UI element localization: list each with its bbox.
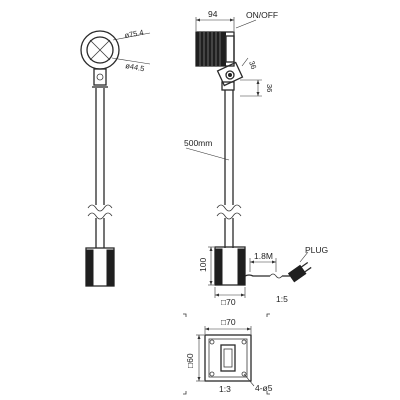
dim-cable-arrow-left <box>250 260 254 264</box>
lamp-front-lens <box>225 35 235 63</box>
width-94-label: 94 <box>208 9 218 19</box>
dim-94-arrow-right <box>230 18 234 22</box>
dia-outer-label: ø75.4 <box>124 28 144 40</box>
plug-body <box>287 264 307 283</box>
corner-marker-tl <box>183 313 187 317</box>
joint-block <box>93 68 107 86</box>
holes-leader <box>243 373 255 387</box>
length-500-label: 500mm <box>184 138 212 148</box>
plate-hole-br <box>241 371 247 377</box>
dia-inner-label: ø44.5 <box>125 61 145 73</box>
corner-marker-bl <box>183 391 187 395</box>
fins-dark-block <box>196 32 226 66</box>
dim-36a-label: 36 <box>247 60 258 71</box>
joint-bolt <box>96 73 104 81</box>
dim-100-arrow-bottom <box>209 281 213 285</box>
pole-collar <box>221 81 235 91</box>
plate-dim70-arrow-left <box>205 327 209 331</box>
plate-hole-bl <box>209 371 215 377</box>
swivel-bolt <box>225 70 235 80</box>
plug-prong-b <box>304 266 312 273</box>
dim-36a-leader <box>241 57 249 67</box>
plug-leader <box>299 251 309 263</box>
left-view: ø75.4 ø44.5 <box>80 28 151 287</box>
cable-start <box>244 274 270 277</box>
plate-dim70-arrow-right <box>247 327 251 331</box>
dim-cable-arrow-right <box>272 260 276 264</box>
side-break-mark-bottom <box>216 212 242 220</box>
dim-36b-arrow-bottom <box>256 92 260 96</box>
dim-100-arrow-top <box>209 247 213 251</box>
dim-base70-arrow-left <box>215 293 219 297</box>
swivel-bolt-center <box>228 73 232 77</box>
lamp-head-fins <box>196 32 226 66</box>
scale-15-label: 1:5 <box>276 294 288 304</box>
dim-94-arrow-left <box>196 18 200 22</box>
side-base-rubber-left <box>214 248 223 286</box>
plate-dim60-arrow-bottom <box>197 377 201 381</box>
plate-inner <box>208 338 248 378</box>
corner-marker-tr <box>266 313 270 317</box>
on-off-leader <box>235 19 257 29</box>
dim-base70-arrow-right <box>241 293 245 297</box>
height-100-label: 100 <box>198 258 208 272</box>
break-mark-top <box>87 204 113 212</box>
break-mark-bottom <box>87 212 113 220</box>
leader-dia-outer <box>112 32 151 41</box>
side-base-rubber-right <box>237 248 246 286</box>
lamp-cross-line-b <box>89 39 111 61</box>
plug-prong-a <box>300 261 309 268</box>
holes-label: 4-ø5 <box>255 383 273 393</box>
dim-36b-label: 36 <box>265 84 274 92</box>
plate-hole-tl <box>209 339 215 345</box>
plate-hole-tr <box>241 339 247 345</box>
cable-18-label: 1.8M <box>254 251 273 261</box>
scale-13-label: 1:3 <box>219 384 231 394</box>
plate-dim60-arrow-top <box>197 335 201 339</box>
leader-dia-inner <box>111 57 151 65</box>
plug-label: PLUG <box>305 245 328 255</box>
length-500-leader <box>185 147 230 161</box>
right-view: 94 ON/OFF 36 36 500mm <box>184 9 328 307</box>
plate-outer <box>204 334 252 382</box>
base-rubber-left <box>85 249 94 287</box>
swivel-joint <box>216 61 244 87</box>
lamp-head-inner-circle <box>86 36 114 64</box>
on-off-label: ON/OFF <box>246 10 278 20</box>
mounting-plate-view: □70 □60 4-ø5 1:3 <box>183 313 273 395</box>
cable-break <box>269 273 283 279</box>
plate-70-label: □70 <box>221 317 236 327</box>
plug <box>287 261 312 283</box>
side-break-mark-top <box>216 204 242 212</box>
plate-slot-inner <box>223 348 233 368</box>
dim-36b-arrow-top <box>256 80 260 84</box>
base-70-label: □70 <box>221 297 236 307</box>
plate-60-label: □60 <box>185 353 195 368</box>
corner-marker-br <box>266 391 270 395</box>
plate-slot-outer <box>220 344 236 372</box>
swivel-body <box>216 61 244 87</box>
base-rubber-right <box>106 249 115 287</box>
